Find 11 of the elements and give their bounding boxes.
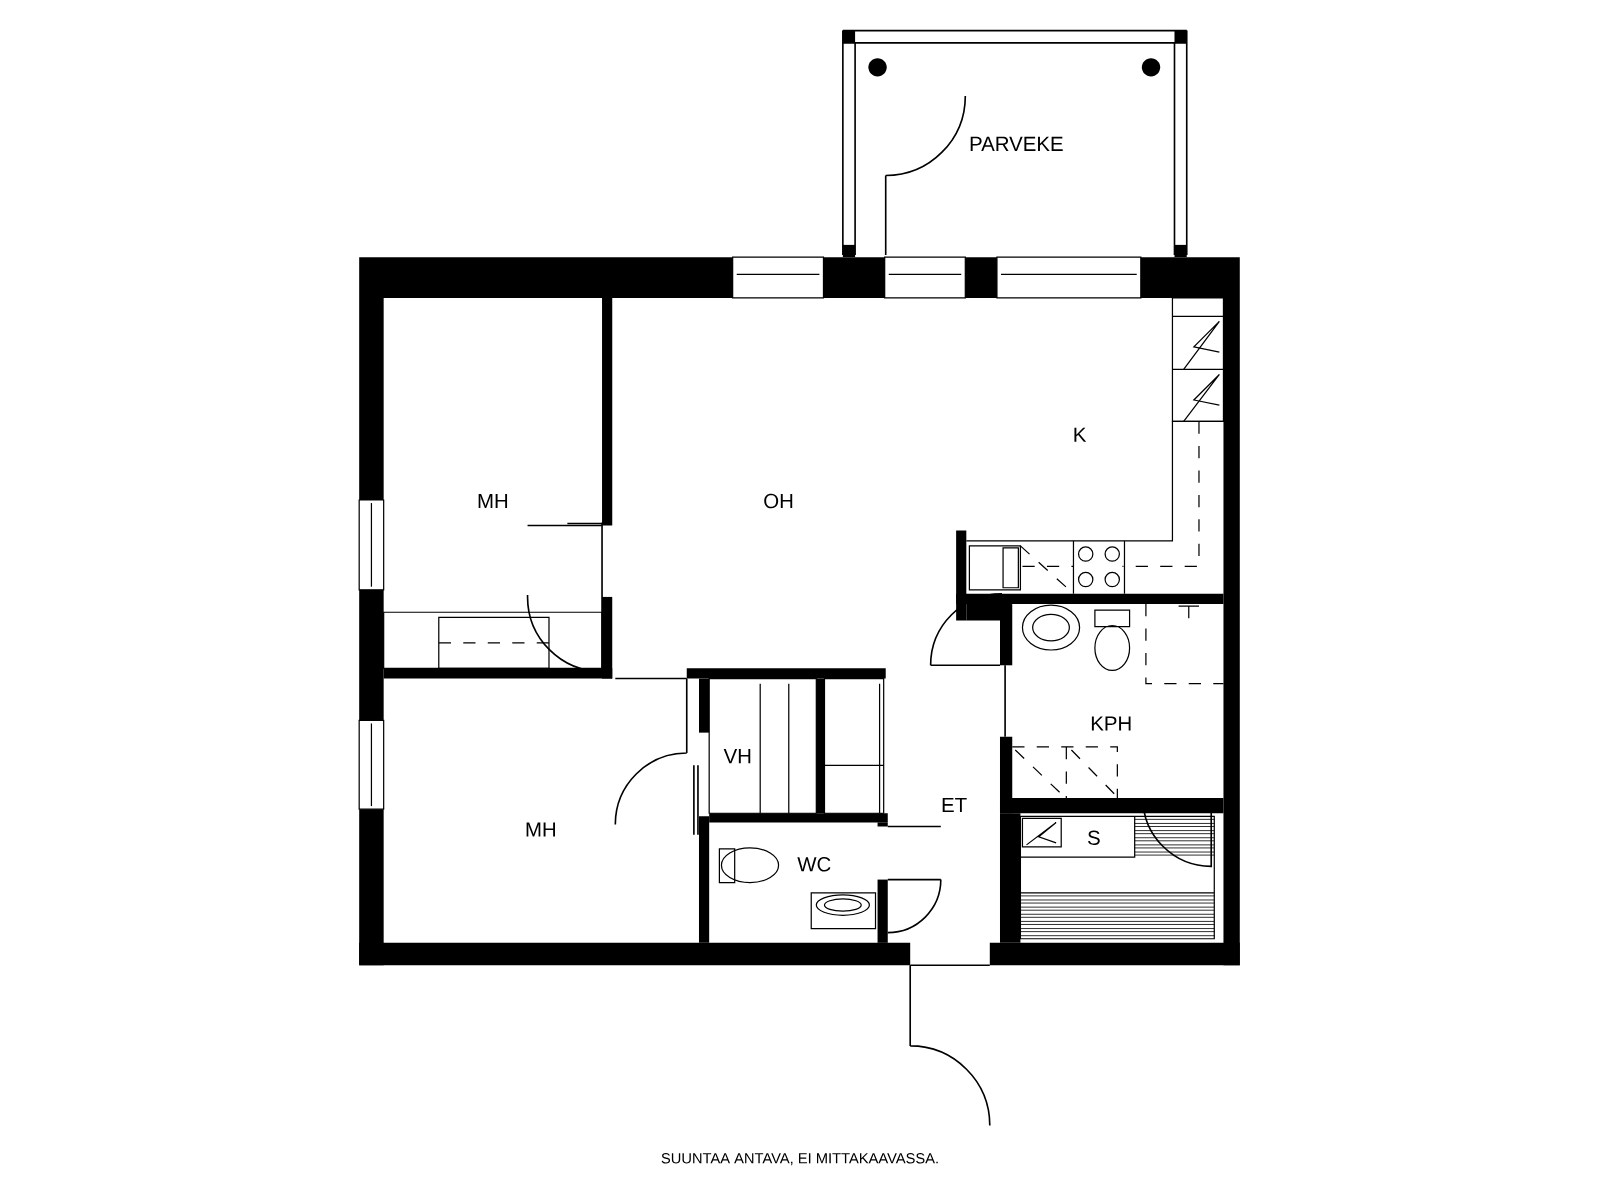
room-label: WC (797, 857, 831, 872)
room-label: MH (526, 822, 555, 837)
room-label: MH (478, 494, 508, 509)
room-label: KPH (1091, 716, 1131, 731)
caption: SUUNTAA ANTAVA, EI MITTAKAAVASSA. (661, 1153, 938, 1166)
room-label: OH (764, 493, 793, 509)
room-label: K (1074, 427, 1087, 442)
room-label: ET (942, 798, 967, 813)
room-label: PARVEKE (970, 136, 1063, 151)
room-label: S (1087, 830, 1100, 845)
room-label: VH (723, 749, 751, 764)
